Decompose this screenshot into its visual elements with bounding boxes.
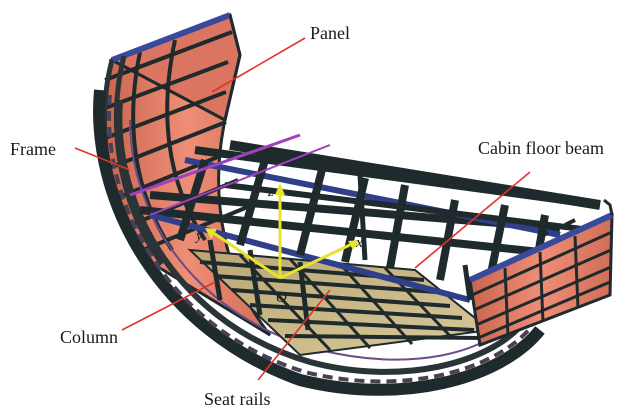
x-axis-arrowhead — [348, 240, 360, 250]
y-axis-label: y — [194, 228, 203, 244]
column-label: Column — [60, 327, 119, 347]
x-axis — [279, 241, 355, 280]
column-leader-line — [121, 281, 216, 331]
seat-rails-label: Seat rails — [204, 389, 271, 409]
frame-label: Frame — [10, 139, 56, 159]
z-axis-label: z — [267, 184, 274, 200]
y-axis-arrowhead — [205, 228, 217, 239]
y-axis — [211, 230, 281, 280]
cabin-floor-beam-leader-line — [414, 171, 531, 269]
origin-label: O — [276, 290, 287, 306]
z-axis-arrowhead — [275, 183, 285, 195]
right-skin-panels — [468, 198, 614, 348]
frame-leader-line — [74, 147, 131, 171]
cabin-floor-beam-label: Cabin floor beam — [478, 138, 604, 158]
coordinate-axes: z x y O — [194, 183, 363, 306]
x-axis-label: x — [355, 235, 363, 251]
seat-rails-leader-line — [257, 289, 331, 381]
panel-label: Panel — [310, 23, 350, 43]
panel-leader-line — [211, 37, 306, 93]
leader-lines — [74, 37, 531, 381]
columns — [207, 174, 473, 331]
